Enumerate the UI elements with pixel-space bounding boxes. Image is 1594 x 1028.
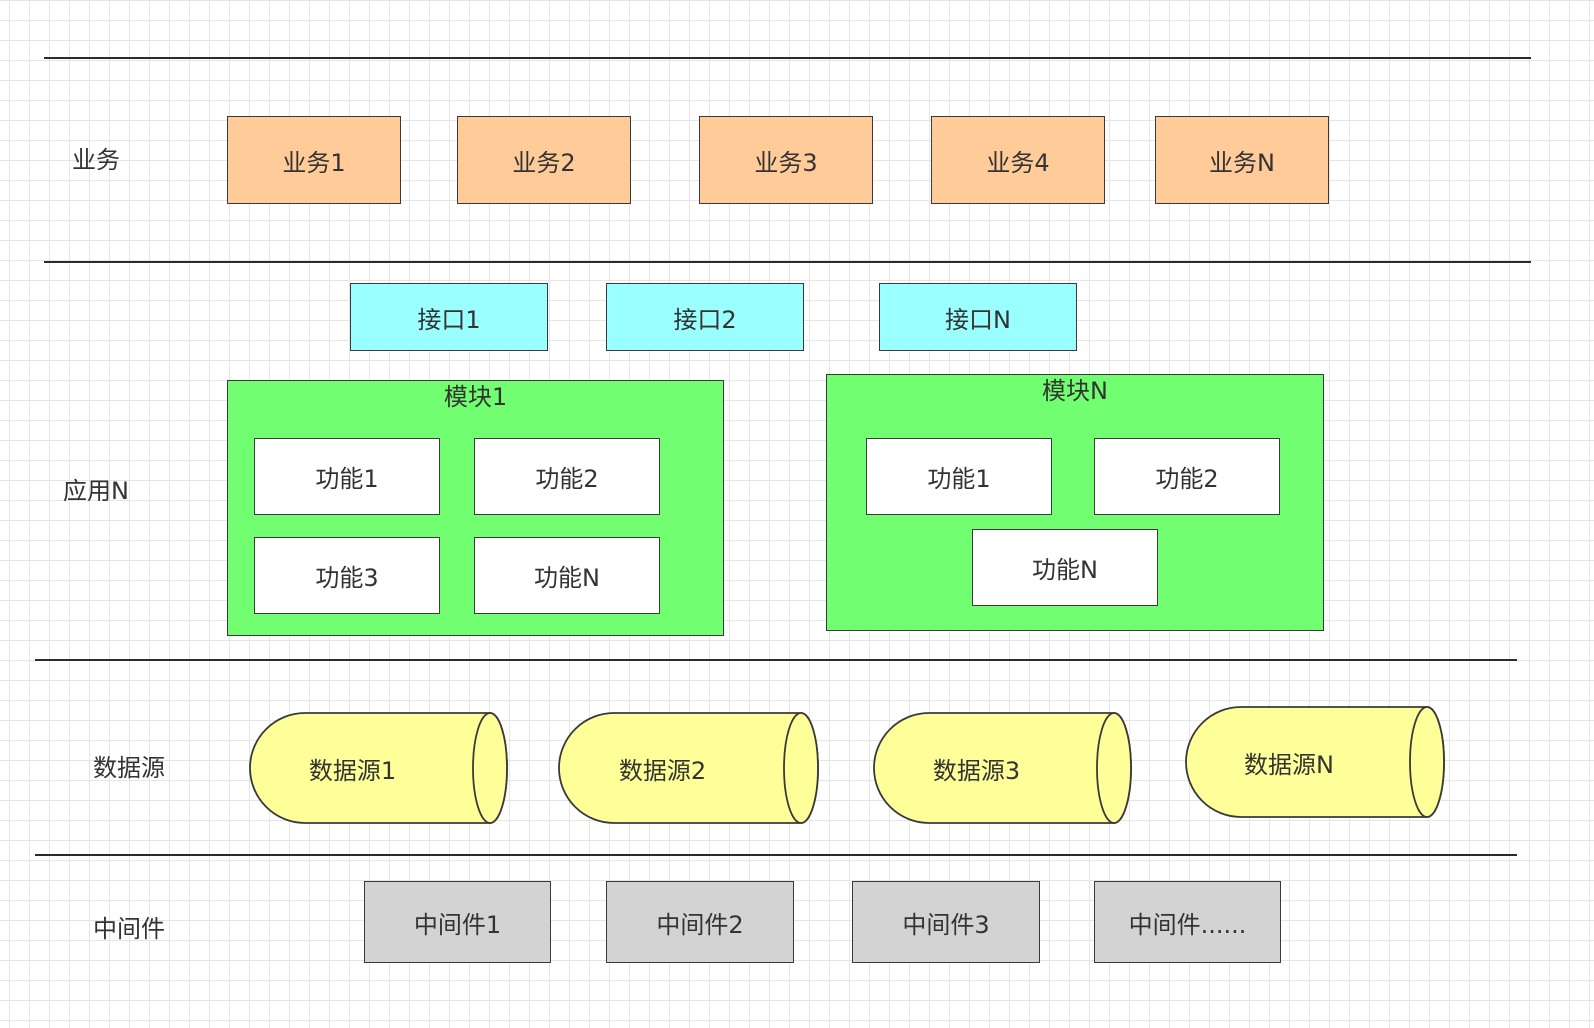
- datasource-label-n: 数据源N: [1244, 750, 1334, 779]
- layer-divider-datasource-middleware: [35, 854, 1517, 856]
- layer-label-business: 业务: [72, 146, 120, 174]
- middleware-box-1[interactable]: 中间件1: [364, 881, 551, 963]
- module-n-function-n[interactable]: 功能N: [972, 529, 1158, 606]
- business-box-1[interactable]: 业务1: [227, 116, 401, 204]
- business-box-n[interactable]: 业务N: [1155, 116, 1329, 204]
- module-1-function-2[interactable]: 功能2: [474, 438, 660, 515]
- business-box-2[interactable]: 业务2: [457, 116, 631, 204]
- middleware-box-2[interactable]: 中间件2: [606, 881, 794, 963]
- datasource-cylinder-n[interactable]: 数据源N: [1185, 706, 1445, 818]
- interface-box-1[interactable]: 接口1: [350, 283, 548, 351]
- datasource-cylinder-2[interactable]: 数据源2: [558, 712, 819, 824]
- datasource-label-3: 数据源3: [932, 756, 1021, 785]
- layer-label-datasource: 数据源: [93, 754, 165, 782]
- cylinder-shape: [873, 712, 1132, 824]
- layer-divider-application-datasource: [35, 659, 1517, 661]
- module-1-function-1[interactable]: 功能1: [254, 438, 440, 515]
- module-1-title: 模块1: [443, 383, 508, 411]
- middleware-box-3[interactable]: 中间件3: [852, 881, 1040, 963]
- module-n-function-2[interactable]: 功能2: [1094, 438, 1280, 515]
- module-1-function-n[interactable]: 功能N: [474, 537, 660, 614]
- cylinder-shape: [1185, 706, 1445, 818]
- cylinder-shape: [249, 712, 508, 824]
- business-box-3[interactable]: 业务3: [699, 116, 873, 204]
- interface-box-2[interactable]: 接口2: [606, 283, 804, 351]
- datasource-cylinder-1[interactable]: 数据源1: [249, 712, 508, 824]
- interface-box-n[interactable]: 接口N: [879, 283, 1077, 351]
- module-n-function-1[interactable]: 功能1: [866, 438, 1052, 515]
- layer-divider-business-application: [44, 261, 1531, 263]
- layer-divider-top: [44, 57, 1531, 59]
- middleware-box-etc[interactable]: 中间件......: [1094, 881, 1281, 963]
- module-1-function-3[interactable]: 功能3: [254, 537, 440, 614]
- layer-label-application: 应用N: [63, 477, 129, 505]
- business-box-4[interactable]: 业务4: [931, 116, 1105, 204]
- cylinder-shape: [558, 712, 819, 824]
- layer-label-middleware: 中间件: [93, 915, 165, 943]
- datasource-cylinder-3[interactable]: 数据源3: [873, 712, 1132, 824]
- datasource-label-1: 数据源1: [308, 756, 397, 785]
- datasource-label-2: 数据源2: [618, 756, 707, 785]
- module-n-title: 模块N: [1042, 377, 1108, 405]
